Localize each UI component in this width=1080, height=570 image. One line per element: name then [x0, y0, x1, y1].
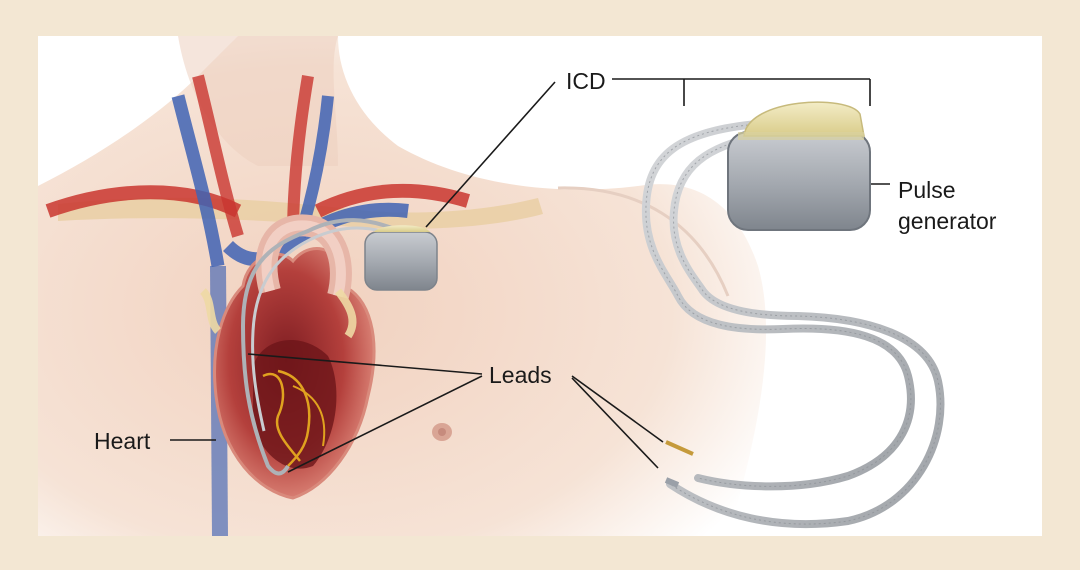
diagram-panel: ICD Leads Heart Pulse generator [38, 36, 1042, 536]
leads-label: Leads [489, 362, 552, 388]
magnified-icd [641, 101, 945, 529]
pulse-generator-label: Pulse generator [898, 175, 996, 237]
pulse-generator-label-line2: generator [898, 208, 997, 234]
pulse-generator-label-line1: Pulse [898, 177, 956, 203]
icd-label: ICD [566, 68, 606, 94]
icd-illustration [38, 36, 945, 536]
implanted-icd-device [364, 225, 438, 291]
heart-label: Heart [94, 428, 151, 454]
implanted-leads [240, 218, 407, 476]
